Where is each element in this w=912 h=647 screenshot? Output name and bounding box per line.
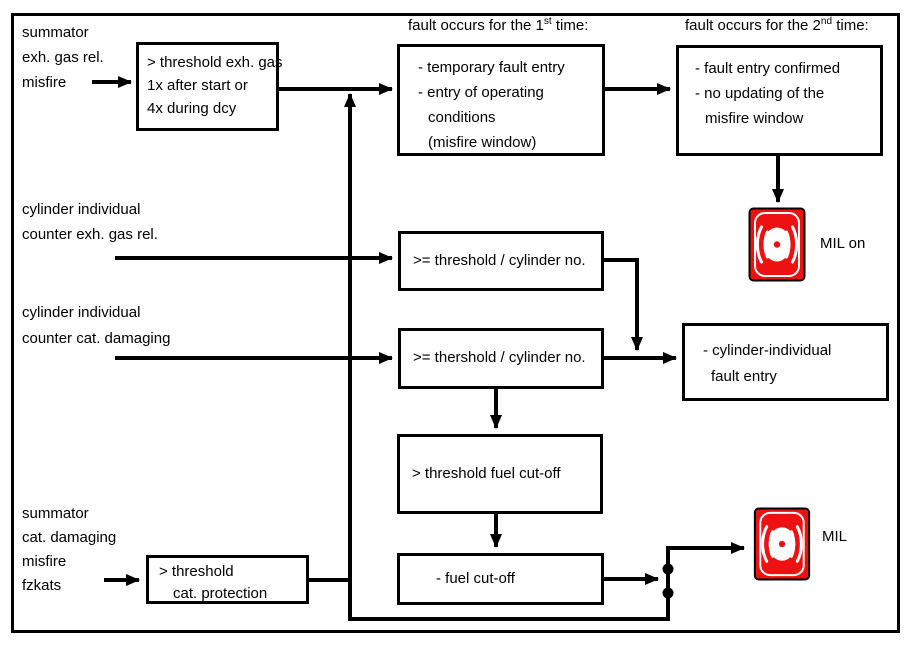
heading-2-sup: nd xyxy=(820,16,833,27)
heading-fault-second-time: fault occurs for the 2nd time: xyxy=(685,17,869,36)
diagram-border xyxy=(11,13,900,633)
mil-label: MIL xyxy=(822,528,848,545)
label-line: counter exh. gas rel. xyxy=(22,226,158,243)
label-line: misfire xyxy=(22,553,67,570)
box-text-line: - temporary fault entry xyxy=(418,59,565,76)
heading-1-text: fault occurs for the 1 xyxy=(408,17,544,34)
box-text-line: - no updating of the xyxy=(695,85,825,102)
heading-2-suffix: time: xyxy=(832,17,869,34)
box-fault-entry-confirmed: - fault entry confirmed - no updating of… xyxy=(676,45,883,156)
box-text-line: - fault entry confirmed xyxy=(695,60,841,77)
box-temporary-fault-entry: - temporary fault entry - entry of opera… xyxy=(397,44,605,156)
wire-main-feedback-up xyxy=(344,93,668,621)
label-line: summator xyxy=(22,24,89,41)
heading-1-suffix: time: xyxy=(551,17,589,34)
label-line: exh. gas rel. xyxy=(22,49,104,66)
mil-lamp-icon xyxy=(748,207,806,282)
box-text-line: cat. protection xyxy=(173,585,268,602)
junction-dot-upper xyxy=(662,563,674,575)
heading-2-text: fault occurs for the 2 xyxy=(685,17,821,34)
box-text-line: (misfire window) xyxy=(428,134,537,151)
label-line: cylinder individual xyxy=(22,304,141,321)
box-text-line: - cylinder-individual xyxy=(703,342,832,359)
box-text-line: misfire window xyxy=(705,110,804,127)
wire-merge-to-mil xyxy=(666,542,745,621)
box-text-line: - fuel cut-off xyxy=(436,569,515,587)
label-line: misfire xyxy=(22,74,67,91)
label-summator-exh-gas: summator exh. gas rel. misfire xyxy=(22,20,104,95)
label-summator-cat-damaging: summator cat. damaging misfire fzkats xyxy=(22,502,116,598)
box-cylinder-individual-fault-entry: - cylinder-individual fault entry xyxy=(682,323,889,401)
box-text-line: 1x after start or xyxy=(147,77,248,94)
box-text-line: > threshold fuel cut-off xyxy=(412,464,561,482)
box-text-line: - entry of operating xyxy=(418,84,544,101)
box-threshold-exh-gas: > threshold exh. gas 1x after start or 4… xyxy=(136,42,283,131)
box-text-line: >= thershold / cylinder no. xyxy=(413,349,586,367)
label-line: summator xyxy=(22,505,89,522)
label-line: counter cat. damaging xyxy=(22,330,171,347)
box-threshold-cylinder-cat: >= thershold / cylinder no. xyxy=(398,328,604,389)
label-cylinder-counter-exh: cylinder individual counter exh. gas rel… xyxy=(22,197,158,247)
junction-dot-lower xyxy=(662,587,674,599)
mil-on-label: MIL on xyxy=(820,235,866,252)
wire-threshold-cyl-exh-down xyxy=(604,258,643,351)
label-line: cylinder individual xyxy=(22,201,141,218)
box-text-line: >= threshold / cylinder no. xyxy=(413,251,586,269)
label-cylinder-counter-cat: cylinder individual counter cat. damagin… xyxy=(22,300,170,352)
mil-lamp-icon xyxy=(753,507,811,581)
box-threshold-fuel-cutoff: > threshold fuel cut-off xyxy=(397,434,603,514)
label-line: cat. damaging xyxy=(22,529,117,546)
label-line: fzkats xyxy=(22,577,62,594)
box-threshold-cylinder-exh: >= threshold / cylinder no. xyxy=(398,231,604,291)
box-fuel-cutoff: - fuel cut-off xyxy=(397,553,604,605)
box-text-line: fault entry xyxy=(711,368,777,385)
box-text-line: 4x during dcy xyxy=(147,100,237,117)
box-text-line: conditions xyxy=(428,109,496,126)
box-text-line: > threshold exh. gas xyxy=(147,54,283,71)
heading-fault-first-time: fault occurs for the 1st time: xyxy=(408,17,588,36)
box-text-line: > threshold xyxy=(159,563,234,580)
heading-1-sup: st xyxy=(543,16,552,27)
box-threshold-cat-protection: > threshold cat. protection xyxy=(146,555,309,604)
